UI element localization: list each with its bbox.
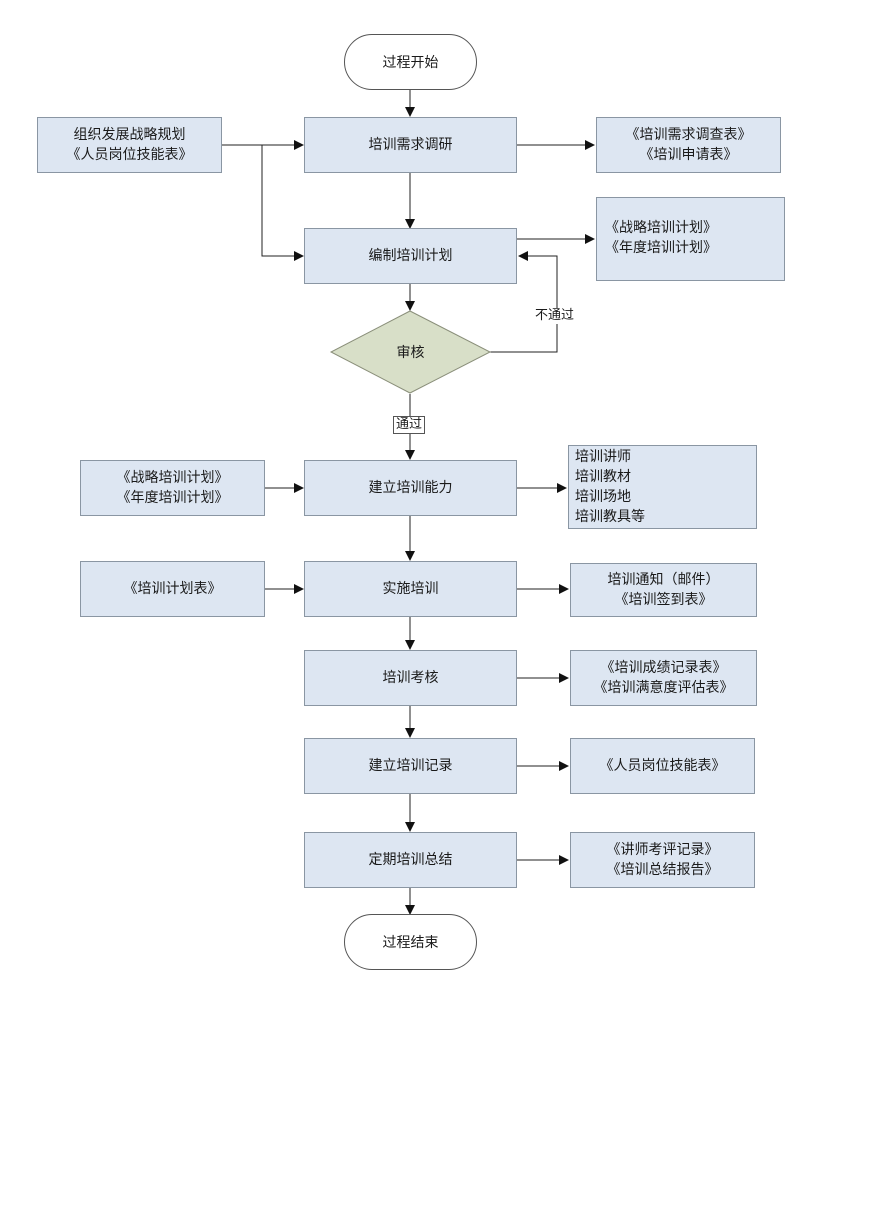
step-review: 审核 [331, 311, 490, 393]
doc-line: 《年度培训计划》 [605, 240, 717, 256]
doc-line: 培训教材 [575, 469, 631, 485]
step-label: 培训需求调研 [368, 137, 453, 153]
step-label: 建立培训能力 [368, 480, 453, 496]
start-label: 过程开始 [382, 55, 439, 71]
step-label: 建立培训记录 [368, 758, 453, 774]
doc-line: 《战略培训计划》 [605, 220, 717, 236]
input-build-capability: 《战略培训计划》 《年度培训计划》 [80, 460, 265, 516]
doc-line: 《培训满意度评估表》 [593, 680, 734, 696]
arrow-input-to-plan [261, 145, 304, 261]
end-label: 过程结束 [382, 935, 439, 951]
doc-line: 《年度培训计划》 [116, 490, 229, 506]
step-label: 编制培训计划 [368, 248, 453, 264]
doc-line: 《讲师考评记录》 [606, 842, 719, 858]
doc-line: 培训通知（邮件） [607, 572, 720, 588]
step-record: 建立培训记录 [304, 738, 517, 794]
doc-line: 组织发展战略规划 [73, 127, 186, 143]
edge-label-approved: 通过 [393, 416, 426, 434]
doc-line: 《人员岗位技能表》 [599, 758, 726, 774]
doc-line: 《人员岗位技能表》 [66, 147, 193, 163]
step-compile-plan: 编制培训计划 [304, 228, 517, 284]
doc-line: 《培训计划表》 [123, 581, 222, 597]
doc-line: 《培训申请表》 [639, 147, 738, 163]
output-assessment: 《培训成绩记录表》 《培训满意度评估表》 [570, 650, 757, 706]
output-implement: 培训通知（邮件） 《培训签到表》 [570, 563, 757, 617]
output-record: 《人员岗位技能表》 [570, 738, 755, 794]
doc-line: 《培训总结报告》 [606, 862, 719, 878]
step-needs-survey: 培训需求调研 [304, 117, 517, 173]
step-label: 定期培训总结 [368, 852, 453, 868]
output-summary: 《讲师考评记录》 《培训总结报告》 [570, 832, 755, 888]
arrow-review-rejected-loop [490, 251, 558, 353]
input-implement: 《培训计划表》 [80, 561, 265, 617]
step-label: 培训考核 [382, 670, 439, 686]
doc-line: 《培训成绩记录表》 [600, 660, 727, 676]
doc-line: 培训场地 [575, 489, 631, 505]
doc-line: 培训教具等 [575, 509, 645, 525]
step-label: 审核 [396, 345, 425, 361]
step-summary: 定期培训总结 [304, 832, 517, 888]
review-decision-diamond [329, 310, 492, 394]
doc-line: 《战略培训计划》 [116, 470, 229, 486]
output-needs-survey: 《培训需求调查表》 《培训申请表》 [596, 117, 781, 173]
step-label: 实施培训 [382, 581, 439, 597]
start-terminator: 过程开始 [344, 34, 477, 90]
step-assessment: 培训考核 [304, 650, 517, 706]
step-build-capability: 建立培训能力 [304, 460, 517, 516]
step-implement: 实施培训 [304, 561, 517, 617]
doc-line: 培训讲师 [575, 449, 631, 465]
output-compile-plan: 《战略培训计划》 《年度培训计划》 [596, 197, 785, 281]
edge-label-rejected: 不通过 [533, 308, 577, 324]
doc-line: 《培训需求调查表》 [625, 127, 752, 143]
input-needs-survey: 组织发展战略规划 《人员岗位技能表》 [37, 117, 222, 173]
doc-line: 《培训签到表》 [614, 592, 713, 608]
output-build-capability: 培训讲师 培训教材 培训场地 培训教具等 [568, 445, 757, 529]
end-terminator: 过程结束 [344, 914, 477, 970]
